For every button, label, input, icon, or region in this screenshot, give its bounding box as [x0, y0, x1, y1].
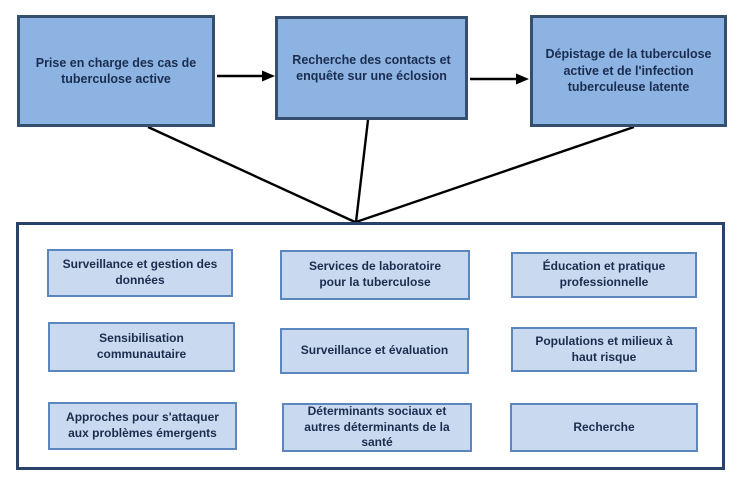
converge-line-center [354, 119, 370, 223]
box-recherche: Recherche [510, 403, 698, 452]
arrowhead-icon [262, 70, 275, 82]
arrowhead-icon [516, 73, 529, 85]
box-education-pratique: Éducation et pratique professionnelle [511, 252, 697, 298]
box-services-laboratoire: Services de laboratoire pour la tubercul… [280, 250, 470, 300]
box-depistage: Dépistage de la tuberculose active et de… [530, 15, 727, 127]
box-sensibilisation-communautaire: Sensibilisation communautaire [48, 322, 235, 372]
converge-line-right [355, 125, 635, 224]
converge-line-left [147, 125, 356, 224]
box-surveillance-evaluation: Surveillance et évaluation [280, 328, 469, 374]
box-prise-en-charge: Prise en charge des cas de tuberculose a… [17, 15, 215, 127]
box-recherche-contacts: Recherche des contacts et enquête sur un… [275, 16, 468, 120]
box-approches-problemes-emergents: Approches pour s'attaquer aux problèmes … [48, 402, 237, 450]
box-surveillance-gestion-donnees: Surveillance et gestion des données [47, 249, 233, 297]
box-populations-milieux: Populations et milieux à haut risque [511, 327, 697, 372]
box-determinants-sociaux: Déterminants sociaux et autres détermina… [282, 403, 472, 452]
